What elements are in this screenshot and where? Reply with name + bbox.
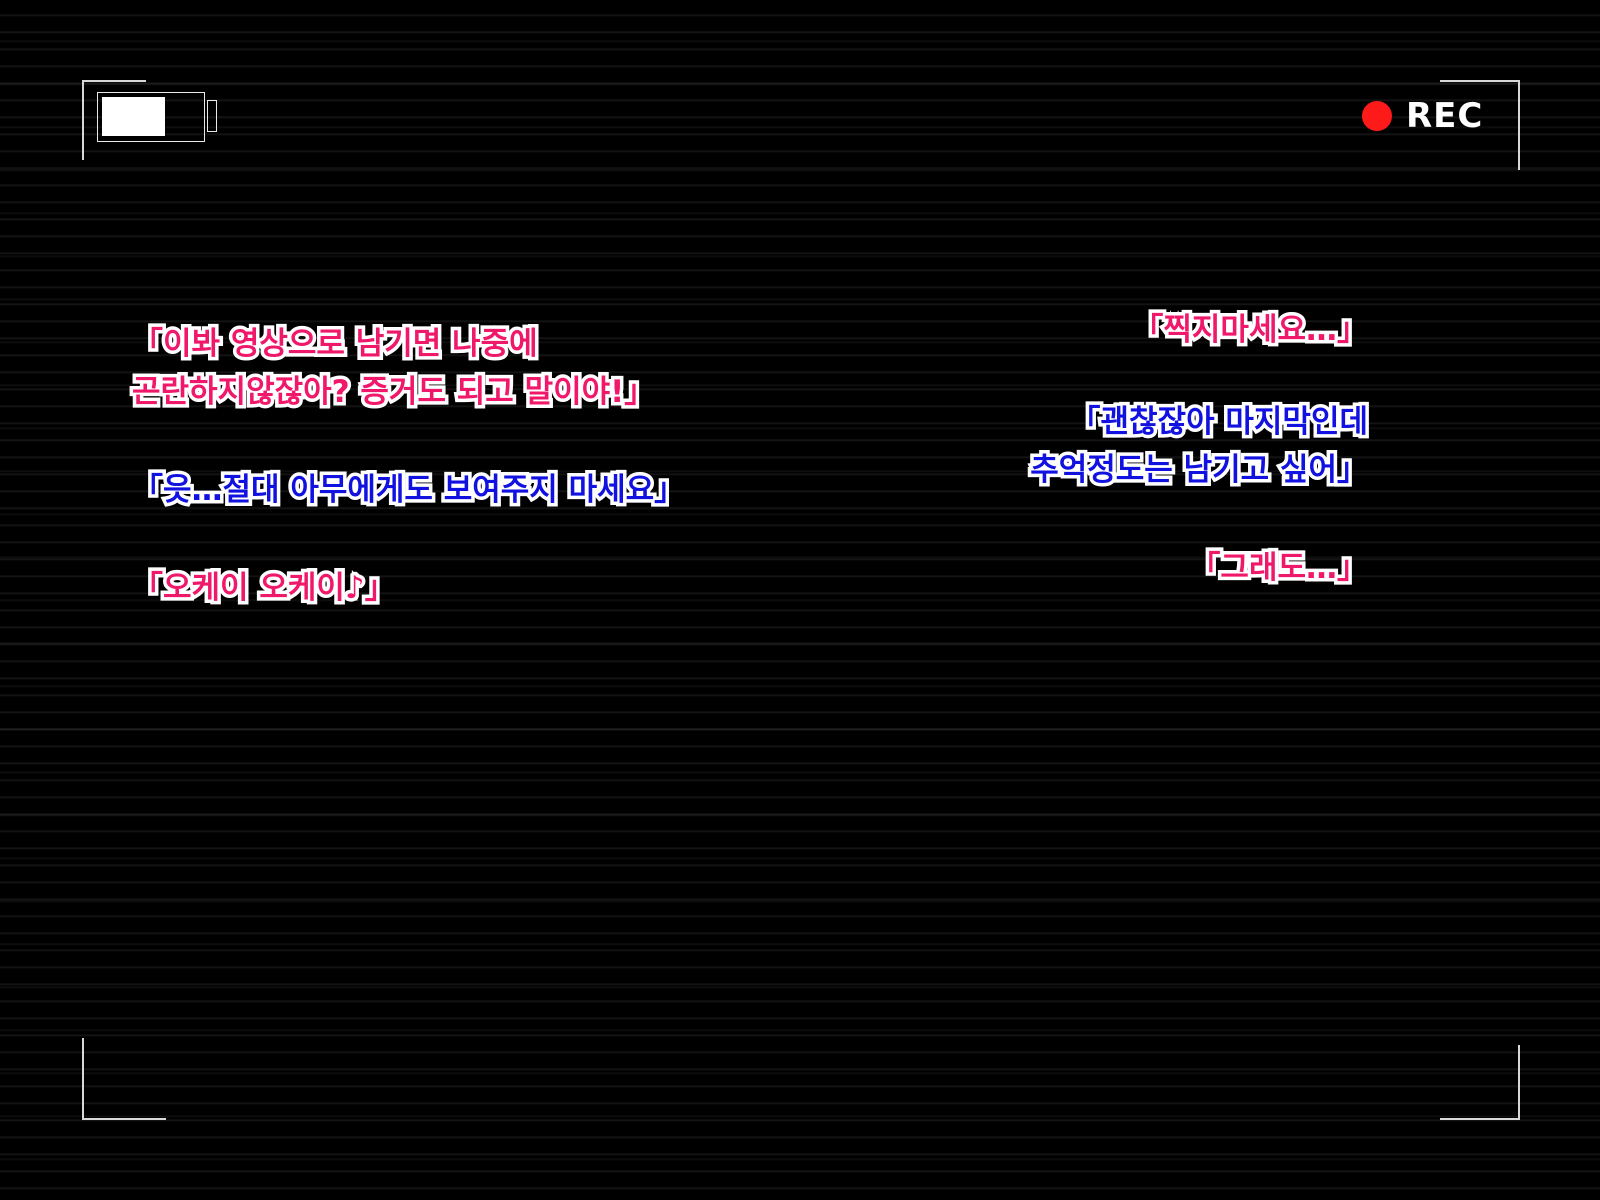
dialogue-line-right-1: 「찍지마세요…」	[1129, 309, 1372, 352]
dialogue-line-right-3: 추억정도는 남기고 싶어」	[1027, 449, 1372, 492]
viewfinder-corner-top-right	[1440, 80, 1520, 170]
viewfinder-corner-top-left	[82, 80, 146, 160]
rec-indicator: REC	[1362, 96, 1483, 136]
dialogue-line-left-1: 「이봐 영상으로 남기면 나중에	[129, 323, 542, 366]
recording-dot-icon	[1362, 101, 1392, 131]
dialogue-line-right-2: 「괜찮잖아 마지막인데	[1066, 401, 1371, 444]
battery-level-fill	[102, 97, 165, 136]
dialogue-line-right-4: 「그래도…」	[1186, 547, 1372, 590]
battery-icon	[97, 92, 205, 142]
viewfinder-corner-bottom-left	[82, 1038, 166, 1120]
dialogue-line-left-2: 곤란하지않잖아? 증거도 되고 말이야!」	[128, 371, 658, 414]
battery-terminal	[207, 100, 217, 132]
dialogue-line-left-4: 「오케이 오케이♪」	[129, 567, 400, 610]
rec-label: REC	[1406, 96, 1484, 136]
viewfinder-corner-bottom-right	[1440, 1045, 1520, 1120]
dialogue-line-left-3: 「읏…절대 아무에게도 보여주지 마세요」	[128, 469, 688, 512]
